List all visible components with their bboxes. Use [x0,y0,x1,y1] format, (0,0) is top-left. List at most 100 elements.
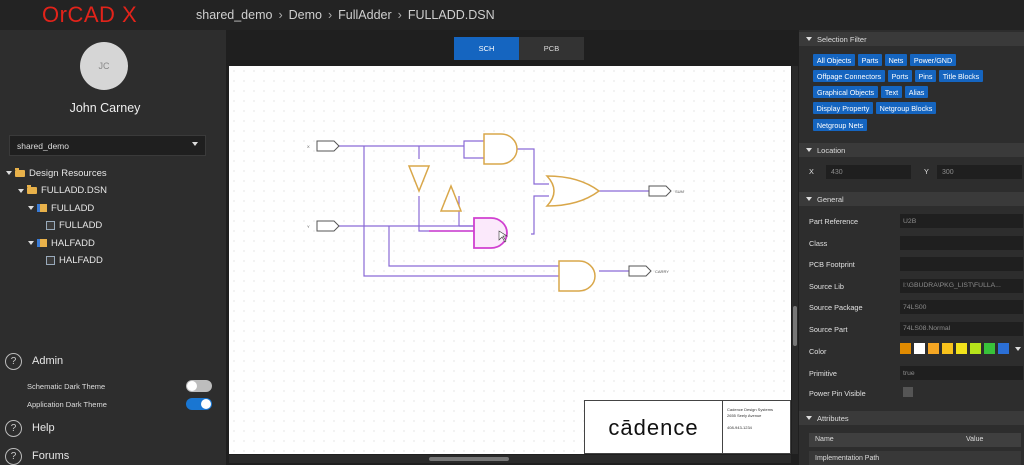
port-y[interactable] [316,220,340,232]
prop-label: Class [809,238,828,248]
color-swatch[interactable] [984,343,995,354]
breadcrumb-item[interactable]: FullAdder [338,8,392,22]
selection-filter-title: Selection Filter [817,34,867,44]
color-swatch[interactable] [900,343,911,354]
chevron-down-icon[interactable] [18,188,24,193]
color-label: Color [809,347,827,356]
title-block-line: 408-943-1234 [727,425,752,430]
attributes-header[interactable]: Attributes [799,411,1024,425]
avatar[interactable]: JC [80,42,128,90]
tree-item[interactable]: Design Resources [6,165,107,181]
tab-sch[interactable]: SCH [454,37,519,60]
folder-icon [37,204,47,212]
tree-item[interactable]: FULLADD [28,200,94,216]
breadcrumb-item[interactable]: shared_demo [196,8,273,22]
schematic-dark-theme-row: Schematic Dark Theme [27,379,212,393]
color-swatch[interactable] [942,343,953,354]
prop-value-field[interactable]: I:\GBUDRA\PKG_LIST\FULLA... [900,278,1023,293]
color-picker[interactable] [900,343,1024,357]
prop-value-field[interactable]: U2B [900,214,1023,228]
folder-icon [37,239,47,247]
color-swatch[interactable] [914,343,925,354]
chevron-down-icon [806,148,812,152]
power-pin-visible-checkbox[interactable] [903,387,913,397]
inverter-2[interactable] [439,183,463,212]
filter-chip[interactable]: All Objects [813,54,855,66]
tree-item[interactable]: HALFADD [28,235,95,251]
prop-value-field[interactable] [900,257,1023,271]
filter-chip[interactable]: Offpage Connectors [813,70,885,82]
chevron-down-icon [806,416,812,420]
filter-chip[interactable]: Graphical Objects [813,86,878,98]
prop-value-field[interactable]: 74LS08.Normal [900,321,1023,336]
and-gate-u2a[interactable] [558,260,596,292]
color-swatch[interactable] [998,343,1009,354]
help-circle-icon: ? [5,352,22,370]
chevron-down-icon[interactable] [1015,347,1021,351]
chevron-down-icon[interactable] [28,206,34,210]
schematic-dark-theme-toggle[interactable] [186,380,212,392]
tab-pcb[interactable]: PCB [543,44,560,53]
filter-chip[interactable]: Netgroup Nets [813,119,867,131]
admin-item[interactable]: ? Admin [5,352,63,370]
primitive-value[interactable]: true [900,366,1023,380]
filter-chip[interactable]: Nets [885,54,907,66]
vertical-scrollbar[interactable] [792,66,798,454]
location-y-label: Y [924,167,929,176]
prop-value-field[interactable]: 74LS00 [900,300,1023,314]
port-x[interactable] [316,140,340,152]
filter-chip[interactable]: Display Property [813,102,873,114]
port-carry[interactable] [628,265,652,277]
color-swatch[interactable] [970,343,981,354]
table-row[interactable]: Implementation Path [809,451,1021,465]
tree-item[interactable]: FULLADD [46,218,102,234]
inverter-1[interactable] [407,165,431,194]
location-x-input[interactable]: 430 [826,165,911,179]
color-swatch[interactable] [956,343,967,354]
filter-chip[interactable]: Title Blocks [939,70,983,82]
net-label-carry: CARRY [655,269,669,274]
breadcrumb-item[interactable]: Demo [288,8,322,22]
forums-item[interactable]: ? Forums [5,447,69,465]
color-swatch[interactable] [928,343,939,354]
attributes-table: Name Value Implementation Path [809,433,1021,465]
workspace-select-value: shared_demo [17,140,69,151]
schematic-sheet[interactable]: X Y SUM CARRY cādence Cadence Design Sys… [229,66,791,454]
application-dark-theme-toggle[interactable] [186,398,212,410]
column-value: Value [966,436,984,443]
filter-chip[interactable]: Pins [915,70,936,82]
prop-value-field[interactable] [900,235,1023,250]
prop-label: Part Reference [809,217,859,226]
application-dark-theme-row: Application Dark Theme [27,397,212,411]
left-sidebar: JC John Carney shared_demo Design Resour… [0,30,226,465]
tree-item[interactable]: FULLADD.DSN [18,183,107,199]
and-gate-u1a[interactable] [483,133,518,165]
schematic-canvas-area: SCH PCB [226,30,799,465]
tree-item-label: FULLADD [51,202,95,214]
selection-filter-header[interactable]: Selection Filter [799,32,1024,46]
filter-chip[interactable]: Netgroup Blocks [876,102,936,114]
filter-chip[interactable]: Text [881,86,902,98]
general-header[interactable]: General [799,192,1024,206]
or-gate-u3a[interactable] [545,175,601,207]
horizontal-scrollbar[interactable] [229,455,791,463]
chevron-down-icon[interactable] [28,241,34,245]
location-y-input[interactable]: 300 [937,165,1022,179]
breadcrumb-item[interactable]: FULLADD.DSN [407,8,495,22]
primitive-label: Primitive [809,369,837,378]
location-header[interactable]: Location [799,143,1024,157]
tree-item[interactable]: HALFADD [46,253,103,269]
folder-icon [15,167,25,177]
filter-chip[interactable]: Parts [858,54,882,66]
help-item[interactable]: ? Help [5,419,55,437]
filter-chip[interactable]: Ports [888,70,912,82]
chevron-down-icon[interactable] [6,171,12,175]
view-tabs: SCH PCB [454,37,584,60]
filter-chip[interactable]: Alias [905,86,928,98]
folder-icon [27,185,37,194]
filter-chip[interactable]: Power/GND [910,54,956,66]
workspace-select[interactable]: shared_demo [9,135,206,156]
port-sum[interactable] [648,185,672,197]
